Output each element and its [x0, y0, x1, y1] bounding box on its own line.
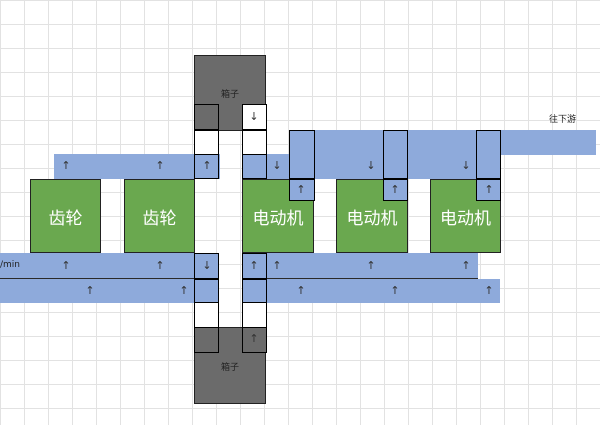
inserter-column: [194, 279, 219, 303]
arrow-down: ↓: [272, 159, 282, 172]
arrow-up: ↑: [85, 284, 95, 297]
arrow-up: ↑: [296, 284, 306, 297]
inserter-column: [194, 154, 219, 179]
motor-input-cell: [383, 179, 408, 201]
chest-bottom-slot: [242, 327, 267, 353]
splitter-cell: [476, 130, 501, 179]
gear-machine: 齿轮: [124, 179, 195, 253]
arrow-up: ↑: [390, 284, 400, 297]
belt-top-left: [54, 154, 220, 179]
arrow-up: ↑: [155, 159, 165, 172]
inserter-column: [194, 253, 219, 279]
downstream-label: 往下游: [549, 115, 577, 125]
motor-input-cell: [289, 179, 315, 201]
arrow-up: ↑: [296, 183, 306, 196]
arrow-up: ↑: [390, 183, 400, 196]
arrow-up: ↑: [272, 259, 282, 272]
inserter-column: [242, 154, 267, 179]
splitter-cell: [383, 130, 408, 179]
arrow-up: ↑: [202, 159, 212, 172]
arrow-up: ↑: [61, 259, 71, 272]
arrow-up: ↑: [179, 284, 189, 297]
rate-label: /min: [0, 260, 21, 270]
belt-bottom-left: [0, 279, 218, 303]
inserter-column: [194, 130, 219, 155]
belt-mid-left: [0, 253, 218, 279]
inserter-column: [242, 253, 267, 279]
motor-input-cell: [476, 179, 501, 201]
gear-machine: 齿轮: [30, 179, 101, 253]
inserter-cell: [242, 104, 267, 130]
belt-bottom-right: [242, 279, 500, 303]
chest-bottom-label: 箱子: [221, 363, 240, 373]
arrow-down: ↓: [461, 159, 471, 172]
inserter-column: [194, 302, 219, 328]
inserter-column: [242, 302, 267, 328]
arrow-up: ↑: [61, 159, 71, 172]
arrow-down: ↓: [202, 259, 212, 272]
belt-top-right: [242, 154, 500, 179]
arrow-up: ↑: [461, 259, 471, 272]
inserter-column: [242, 279, 267, 303]
chest-top-label: 箱子: [221, 90, 240, 100]
arrow-up: ↑: [484, 284, 494, 297]
arrow-up: ↑: [249, 259, 259, 272]
inserter-column: [242, 130, 267, 155]
arrow-down: ↓: [249, 110, 259, 123]
splitter-cell: [289, 130, 315, 179]
chest-top-slot: [194, 104, 219, 130]
chest-bottom-slot: [194, 327, 219, 353]
arrow-up: ↑: [155, 259, 165, 272]
lane-separator: [0, 278, 218, 279]
arrow-up: ↑: [366, 259, 376, 272]
arrow-up: ↑: [484, 183, 494, 196]
lane-separator: [242, 278, 478, 279]
arrow-down: ↓: [366, 159, 376, 172]
belt-mid-right: [242, 253, 478, 279]
belt-downstream: [290, 130, 596, 155]
arrow-up: ↑: [249, 332, 259, 345]
